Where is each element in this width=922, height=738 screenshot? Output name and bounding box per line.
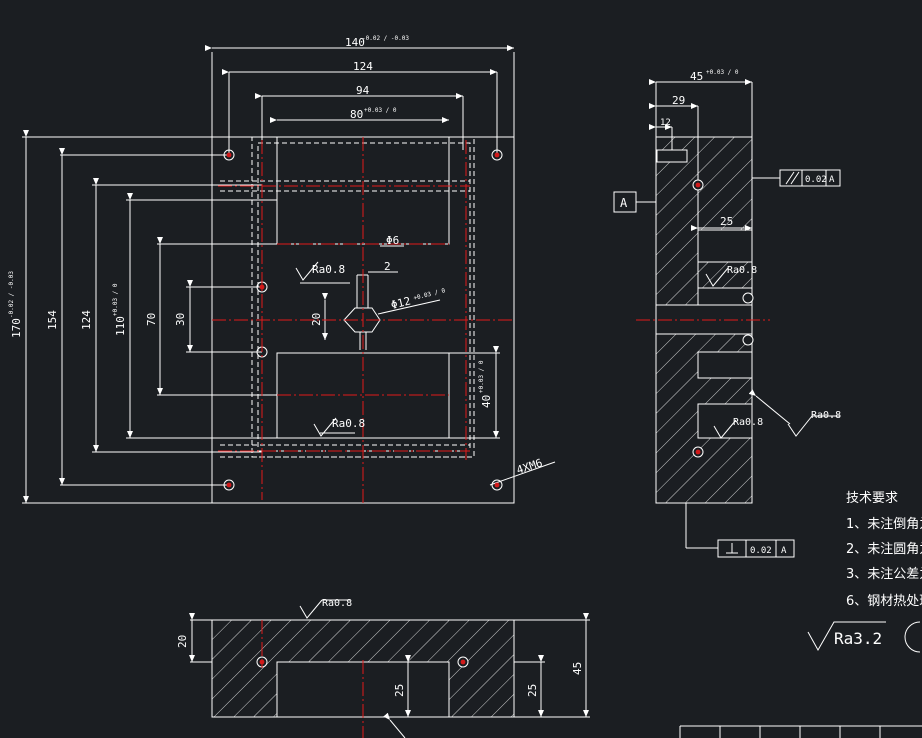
dim-bottom-20: 20 <box>176 635 189 648</box>
notes-item-2: 2、未注圆角为 <box>846 542 922 557</box>
roughness-side-3: Ra0.8 <box>811 410 841 421</box>
roughness-front-2: Ra0.8 <box>332 417 365 430</box>
dim-170-tol: -0.02 / -0.03 <box>8 271 15 318</box>
dim-bottom-25a: 25 <box>393 684 406 697</box>
roughness-default-symbol <box>807 621 886 652</box>
technical-notes: 技术要求 1、未注倒角为 2、未注圆角为 3、未注公差为 6、钢材热处理 Ra3… <box>807 491 922 653</box>
dim-side-45: 45 <box>690 70 703 83</box>
dim-140: 140 <box>345 36 365 49</box>
roughness-bottom: Ra0.8 <box>322 598 352 609</box>
bottom-hole-marks <box>259 659 466 665</box>
side-hole-marks <box>695 182 701 455</box>
parallel-tolerance: 0.02 <box>805 175 827 185</box>
perp-datum-ref: A <box>781 546 787 556</box>
dim-140-tol: -0.02 / -0.03 <box>362 35 409 42</box>
notes-item-3: 3、未注公差为 <box>846 567 922 582</box>
dim-94: 94 <box>356 84 370 97</box>
dim-110-tol: +0.03 / 0 <box>112 283 119 316</box>
dim-124-h: 124 <box>353 60 373 73</box>
front-hole-marks <box>226 152 500 488</box>
dim-40: 40 <box>480 395 493 408</box>
dim-170: 170 <box>10 318 23 338</box>
roughness-default-bracket <box>904 621 921 653</box>
parallel-datum-ref: A <box>829 175 835 185</box>
dim-side-25: 25 <box>720 215 733 228</box>
notes-item-1: 1、未注倒角为 <box>846 517 922 532</box>
notes-heading: 技术要求 <box>846 491 898 506</box>
front-centerlines <box>212 137 514 503</box>
dim-124-v: 124 <box>80 310 93 330</box>
dim-20: 20 <box>310 313 323 326</box>
dim-2: 2 <box>384 260 391 273</box>
thread-note-4xm6: 4XM6 <box>515 456 544 477</box>
front-view-labels: 140 -0.02 / -0.03 124 94 80 +0.03 / 0 17… <box>8 35 544 477</box>
datum-label: A <box>620 196 628 210</box>
bottom-view <box>189 599 590 738</box>
dim-154: 154 <box>46 310 59 330</box>
title-block-edge <box>679 725 922 738</box>
notes-item-4: 6、钢材热处理 <box>846 594 922 609</box>
dim-30: 30 <box>174 313 187 326</box>
dim-110: 110 <box>114 316 127 336</box>
roughness-default: Ra3.2 <box>834 629 882 648</box>
roughness-front-1: Ra0.8 <box>312 263 345 276</box>
dim-80-tol: +0.03 / 0 <box>364 107 397 114</box>
side-view <box>613 79 841 558</box>
roughness-side-1: Ra0.8 <box>727 265 757 276</box>
dim-phi6: Φ6 <box>386 234 399 247</box>
dim-40-tol: +0.03 / 0 <box>478 360 485 393</box>
dim-70: 70 <box>145 313 158 326</box>
dim-bottom-45: 45 <box>571 662 584 675</box>
side-view-labels: 45 +0.03 / 0 29 12 25 A 0.02 A 0.02 A Ra… <box>620 69 841 556</box>
dim-phi12-tol: +0.03 / 0 <box>413 287 447 302</box>
dim-side-12: 12 <box>660 118 671 128</box>
bottom-view-labels: Ra0.8 20 25 25 45 <box>176 598 584 697</box>
dim-bottom-25b: 25 <box>526 684 539 697</box>
front-view <box>22 45 556 504</box>
dim-80: 80 <box>350 108 363 121</box>
perp-tolerance: 0.02 <box>750 546 772 556</box>
dim-side-29: 29 <box>672 94 685 107</box>
dim-side-45-tol: +0.03 / 0 <box>706 69 739 76</box>
roughness-side-2: Ra0.8 <box>733 417 763 428</box>
dim-phi12: Φ12 <box>390 294 412 311</box>
